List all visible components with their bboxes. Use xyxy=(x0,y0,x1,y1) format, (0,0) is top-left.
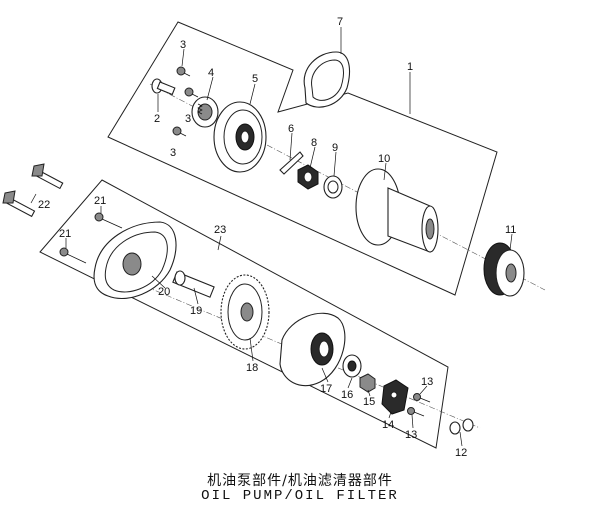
callout-1: 1 xyxy=(407,61,413,73)
callout-7: 7 xyxy=(337,16,343,28)
callout-15: 15 xyxy=(363,396,375,408)
callout-10: 10 xyxy=(378,153,390,165)
oil-pump-assembly-outline xyxy=(107,21,498,296)
callout-6: 6 xyxy=(288,123,294,135)
callout-2: 2 xyxy=(154,113,160,125)
long-screw-parts xyxy=(2,163,64,218)
caption-chinese: 机油泵部件/机油滤清器部件 xyxy=(207,473,393,489)
callout-23: 23 xyxy=(214,224,226,236)
lock-plate-part xyxy=(381,379,409,415)
sprocket-part xyxy=(220,274,270,350)
filter-rotor-part xyxy=(342,354,362,378)
callout-21-left: 21 xyxy=(59,228,71,240)
callout-22: 22 xyxy=(38,199,50,211)
callout-16: 16 xyxy=(341,389,353,401)
leader-lines xyxy=(30,27,513,447)
filter-body-part xyxy=(279,312,346,387)
screw-parts xyxy=(172,66,199,137)
callout-21-top: 21 xyxy=(94,195,106,207)
cover-bolt-parts xyxy=(59,212,123,264)
relief-valve-part xyxy=(191,96,219,128)
callout-labels: 1 7 3 4 5 2 3 3 6 8 9 10 11 22 21 21 23 … xyxy=(38,16,516,459)
gasket-part xyxy=(303,51,350,108)
flange-shaft-part xyxy=(355,168,439,253)
callout-4: 4 xyxy=(208,67,214,79)
callout-8: 8 xyxy=(311,137,317,149)
washer-part xyxy=(323,175,343,199)
filter-shaft-part xyxy=(172,270,215,298)
callout-17: 17 xyxy=(320,383,332,395)
callout-20: 20 xyxy=(158,286,170,298)
drive-gear-part xyxy=(483,242,525,297)
bolt-part xyxy=(151,78,176,96)
nut-part xyxy=(297,164,319,190)
callout-13-bottom: 13 xyxy=(405,429,417,441)
oil-filter-assembly-outline xyxy=(39,179,449,449)
plate-screw-parts xyxy=(407,393,431,417)
callout-3-bottom: 3 xyxy=(170,147,176,159)
callout-14: 14 xyxy=(382,419,394,431)
filter-nut-part xyxy=(359,373,376,393)
caption-english: OIL PUMP/OIL FILTER xyxy=(201,488,399,504)
callout-19: 19 xyxy=(190,305,202,317)
seal-washer-parts xyxy=(449,418,474,435)
pin-part xyxy=(279,151,304,175)
callout-18: 18 xyxy=(246,362,258,374)
callout-3-middle: 3 xyxy=(185,113,191,125)
callout-12: 12 xyxy=(455,447,467,459)
callout-11: 11 xyxy=(505,224,516,236)
callout-13-top: 13 xyxy=(421,376,433,388)
callout-9: 9 xyxy=(332,142,338,154)
pump-housing-part xyxy=(213,101,267,173)
callout-5: 5 xyxy=(252,73,258,85)
callout-3-top: 3 xyxy=(180,39,186,51)
